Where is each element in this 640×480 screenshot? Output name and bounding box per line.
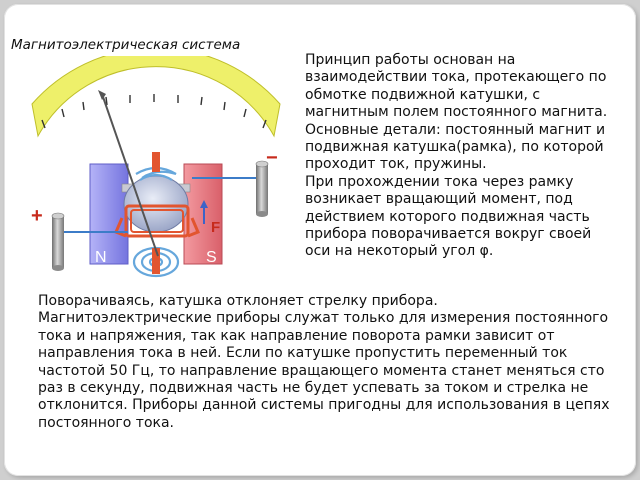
upper-pivot [152, 152, 160, 172]
plus-label: + [31, 205, 43, 227]
page-title: Магнитоэлектрическая система [11, 37, 241, 53]
north-pole-label: N [95, 249, 107, 266]
force-arrow [200, 200, 208, 224]
meter-scale [31, 56, 281, 138]
magnet-north [89, 163, 129, 265]
upper-spring [135, 166, 177, 181]
slide: Магнитоэлектрическая система [4, 4, 636, 476]
explanation-text: Поворачиваясь, катушка отклоняет стрелку… [38, 293, 616, 432]
meter-diagram: F − + N S [18, 56, 288, 286]
minus-label: − [266, 147, 278, 169]
principle-text: Принцип работы основан на взаимодействии… [305, 52, 617, 261]
lower-pivot [152, 248, 160, 274]
south-pole-label: S [206, 249, 217, 266]
terminal-right [255, 160, 269, 217]
force-label: F [211, 219, 220, 236]
principle-paragraph: Основные детали: постоянный магнит и под… [305, 121, 606, 173]
scale-ticks [41, 94, 267, 129]
pointer-needle [98, 90, 159, 257]
moving-coil [114, 204, 200, 238]
principle-paragraph: При прохождении тока через рамку возника… [305, 173, 592, 260]
explanation-paragraph: Магнитоэлектрические приборы служат толь… [38, 310, 610, 431]
terminal-left [51, 212, 65, 271]
explanation-paragraph: Поворачиваясь, катушка отклоняет стрелку… [38, 293, 438, 309]
principle-paragraph: Принцип работы основан на взаимодействии… [305, 52, 608, 121]
